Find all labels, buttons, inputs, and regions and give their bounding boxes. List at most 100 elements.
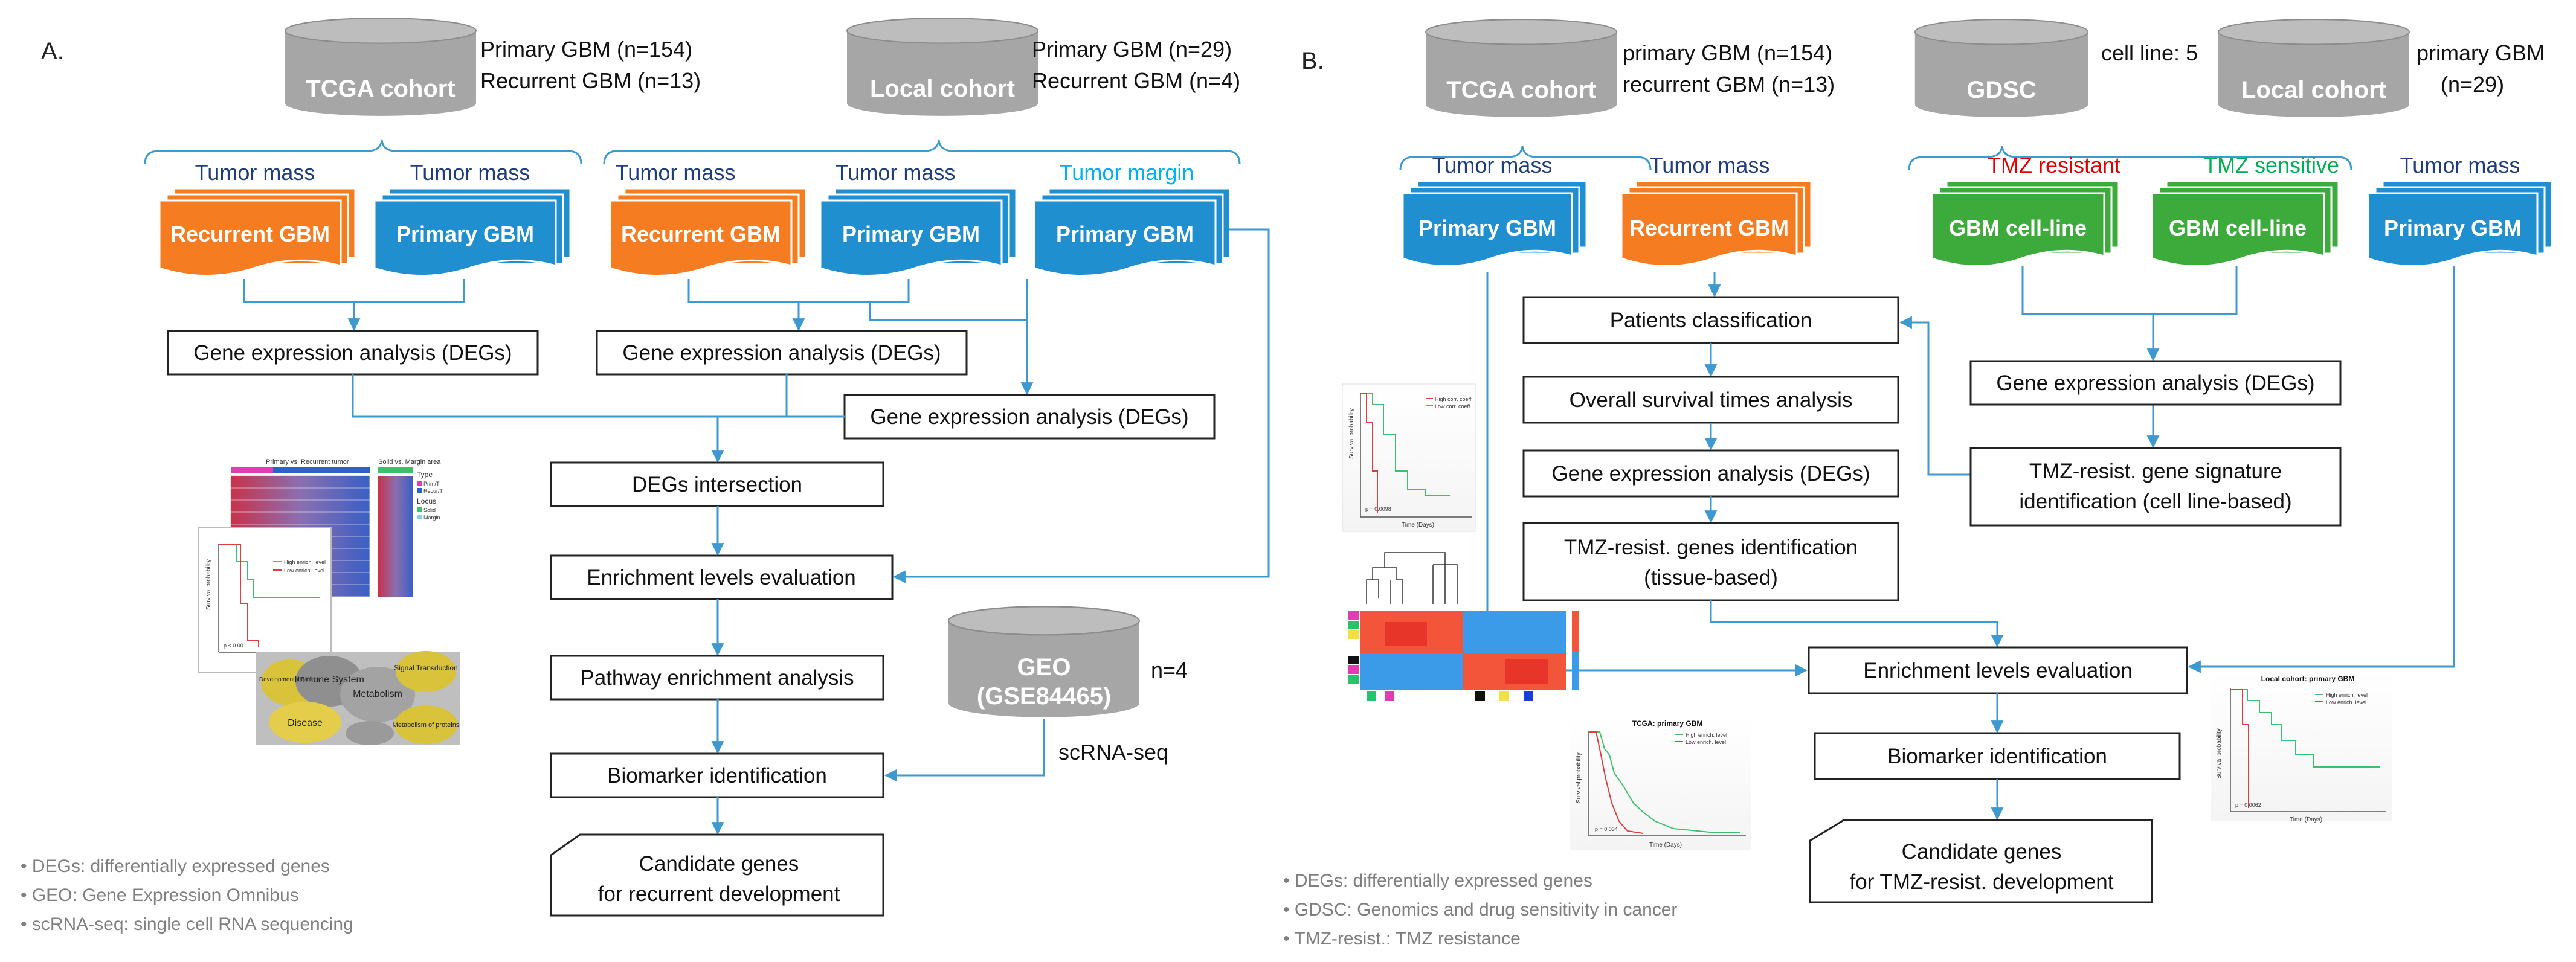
tcga-cohort-cylinder-a: TCGA cohort xyxy=(284,18,477,117)
svg-text:High corr. coeff.: High corr. coeff. xyxy=(1435,396,1473,402)
survival-box-b: Overall survival times analysis xyxy=(1522,376,1899,424)
svg-text:Local cohort: primary GBM: Local cohort: primary GBM xyxy=(2261,675,2355,683)
svg-text:(tissue-based): (tissue-based) xyxy=(1644,566,1778,589)
km-thumbnail-b2: TCGA: primary GBM Survival probability H… xyxy=(1570,717,1751,850)
doc-cell-line-resistant-b: GBM cell-line xyxy=(1931,180,2120,268)
svg-text:Solid: Solid xyxy=(423,507,436,513)
km-thumbnail-b1: Survival probability High corr. coeff. L… xyxy=(1342,383,1476,532)
degs-box-b1: Gene expression analysis (DEGs) xyxy=(1522,449,1899,498)
svg-text:Pathway enrichment analysis: Pathway enrichment analysis xyxy=(580,666,854,690)
svg-text:TCGA cohort: TCGA cohort xyxy=(1446,77,1596,103)
svg-text:Survival probability: Survival probability xyxy=(1576,752,1582,803)
svg-text:Time (Days): Time (Days) xyxy=(1402,522,1434,528)
svg-text:Recur/T: Recur/T xyxy=(423,488,443,494)
svg-text:Low corr. coeff.: Low corr. coeff. xyxy=(1435,403,1472,409)
svg-text:for recurrent development: for recurrent development xyxy=(598,882,840,906)
tumor-mass-label-b3: Tumor mass xyxy=(2400,153,2520,178)
tcga-info2-a: Recurrent GBM (n=13) xyxy=(480,68,701,93)
svg-text:TCGA: primary GBM: TCGA: primary GBM xyxy=(1632,719,1703,728)
svg-text:GEO: GEO xyxy=(1017,654,1071,681)
tcga-info2-b: recurrent GBM (n=13) xyxy=(1623,72,1835,97)
gdsc-bracket-b xyxy=(1908,146,2352,171)
svg-text:TMZ-resist. gene signature: TMZ-resist. gene signature xyxy=(2029,460,2282,483)
svg-text:Gene expression analysis (DEGs: Gene expression analysis (DEGs) xyxy=(870,405,1188,429)
km-thumbnail-a: Survival probability High enrich. level … xyxy=(198,527,332,673)
svg-text:Overall survival times analysi: Overall survival times analysis xyxy=(1570,388,1853,412)
degs-box-a2: Gene expression analysis (DEGs) xyxy=(596,330,968,376)
svg-text:Recurrent GBM: Recurrent GBM xyxy=(170,222,330,246)
svg-text:identification (cell line-base: identification (cell line-based) xyxy=(2019,490,2291,513)
panel-a: A. TCGA cohort Primary GBM (n=154) Recur… xyxy=(21,18,1270,934)
candidate-box-a: Candidate genes for recurrent developmen… xyxy=(550,833,884,917)
doc-primary-gbm-a3: Primary GBM xyxy=(1033,187,1231,277)
local-bracket-a xyxy=(603,139,1241,165)
svg-text:Survival probability: Survival probability xyxy=(205,559,212,610)
svg-text:Survival probability: Survival probability xyxy=(1348,408,1355,459)
tcga-info1-b: primary GBM (n=154) xyxy=(1623,40,1832,65)
doc-primary-gbm-b2: Primary GBM xyxy=(2367,180,2553,268)
doc-primary-gbm-a2: Primary GBM xyxy=(819,187,1017,277)
svg-text:Recurrent GBM: Recurrent GBM xyxy=(621,222,781,246)
svg-text:GDSC: GDSC xyxy=(1966,77,2037,103)
svg-text:Gene expression analysis (DEGs: Gene expression analysis (DEGs) xyxy=(622,341,941,365)
classification-box-b: Patients classification xyxy=(1522,296,1899,344)
signature-box-b: TMZ-resist. gene signature identificatio… xyxy=(1969,447,2342,527)
svg-text:Candidate genes: Candidate genes xyxy=(1902,840,2062,864)
svg-text:Enrichment levels evaluation: Enrichment levels evaluation xyxy=(587,566,856,589)
svg-text:Developmental Biology: Developmental Biology xyxy=(259,676,321,683)
enrichment-box-a: Enrichment levels evaluation xyxy=(550,554,894,600)
svg-text:High enrich. level: High enrich. level xyxy=(2326,692,2368,698)
tcga-cohort-cylinder-b: TCGA cohort xyxy=(1425,19,1618,118)
note-b1: • DEGs: differentially expressed genes xyxy=(1283,871,1592,891)
svg-text:Primary GBM: Primary GBM xyxy=(1418,216,1556,240)
svg-text:Local cohort: Local cohort xyxy=(2241,77,2386,103)
tumor-mass-label-a4: Tumor mass xyxy=(836,160,956,185)
svg-text:Enrichment levels evaluation: Enrichment levels evaluation xyxy=(1863,659,2133,682)
tcga-cohort-label-a: TCGA cohort xyxy=(306,75,455,102)
svg-text:Gene expression analysis (DEGs: Gene expression analysis (DEGs) xyxy=(193,341,512,365)
degs-intersection-box-a: DEGs intersection xyxy=(550,461,884,507)
svg-text:Low enrich. level: Low enrich. level xyxy=(1686,739,1726,745)
tmz-sensitive-label-b: TMZ sensitive xyxy=(2204,153,2339,178)
note-a1: • DEGs: differentially expressed genes xyxy=(21,856,330,876)
candidate-box-b: Candidate genes for TMZ-resist. developm… xyxy=(1809,819,2153,903)
svg-text:Locus: Locus xyxy=(417,497,436,505)
svg-text:Metabolism: Metabolism xyxy=(353,689,402,699)
svg-text:Time (Days): Time (Days) xyxy=(2290,816,2322,823)
degs-box-b2: Gene expression analysis (DEGs) xyxy=(1969,360,2342,406)
svg-text:TMZ-resist. genes identificat: TMZ-resist. genes identification xyxy=(1564,536,1858,559)
svg-text:Primary GBM: Primary GBM xyxy=(2384,216,2522,240)
svg-text:GBM cell-line: GBM cell-line xyxy=(1949,216,2087,240)
svg-text:Patients classification: Patients classification xyxy=(1610,309,1812,332)
svg-text:GBM cell-line: GBM cell-line xyxy=(2169,216,2307,240)
svg-text:Low enrich. level: Low enrich. level xyxy=(2326,699,2366,705)
svg-text:Biomarker identification: Biomarker identification xyxy=(607,764,827,787)
svg-text:High enrich. level: High enrich. level xyxy=(1686,732,1727,738)
doc-recurrent-gbm-b1: Recurrent GBM xyxy=(1620,180,1812,268)
panel-b: B. TCGA cohort primary GBM (n=154) recur… xyxy=(1283,19,2553,949)
svg-text:p < 0.001: p < 0.001 xyxy=(224,643,246,649)
pathway-thumbnail-a: Immune System Signal Transduction Metabo… xyxy=(256,651,460,745)
tumor-mass-label-a2: Tumor mass xyxy=(410,160,530,185)
biomarker-box-b: Biomarker identification xyxy=(1814,732,2181,780)
svg-text:Low enrich. level: Low enrich. level xyxy=(284,568,324,574)
enrichment-box-b: Enrichment levels evaluation xyxy=(1808,646,2188,694)
gdsc-info-b: cell line: 5 xyxy=(2101,40,2198,65)
svg-text:Signal Transduction: Signal Transduction xyxy=(394,664,457,672)
svg-text:Immune System: Immune System xyxy=(294,675,364,685)
correlation-heatmap-thumbnail-b xyxy=(1348,552,1579,701)
svg-text:Disease: Disease xyxy=(288,718,323,728)
biomarker-box-a: Biomarker identification xyxy=(550,752,884,798)
tumor-mass-label-b1: Tumor mass xyxy=(1432,153,1553,178)
local-info2-a: Recurrent GBM (n=4) xyxy=(1032,68,1240,93)
tcga-bracket-b xyxy=(1399,146,1652,171)
degs-box-a3: Gene expression analysis (DEGs) xyxy=(843,394,1216,440)
svg-text:Solid vs. Margin area: Solid vs. Margin area xyxy=(378,458,441,466)
svg-text:Time (Days): Time (Days) xyxy=(1649,842,1682,848)
doc-primary-gbm-a1: Primary GBM xyxy=(373,187,572,277)
note-b3: • TMZ-resist.: TMZ resistance xyxy=(1283,929,1521,949)
geo-n-a: n=4 xyxy=(1151,658,1188,682)
tumor-mass-label-a1: Tumor mass xyxy=(195,160,315,185)
tumor-margin-label-a: Tumor margin xyxy=(1060,160,1194,185)
pathway-box-a: Pathway enrichment analysis xyxy=(550,655,884,701)
